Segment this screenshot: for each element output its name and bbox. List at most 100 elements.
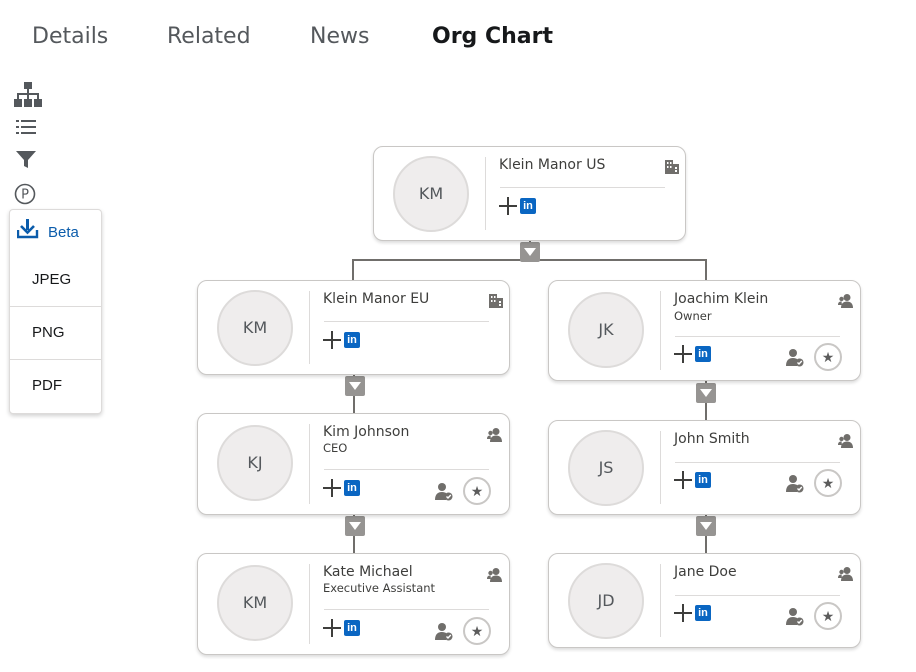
node-name: Kim Johnson: [323, 424, 410, 440]
divider: [10, 306, 101, 307]
avatar-initials: KM: [242, 318, 268, 337]
node-name: Joachim Klein: [674, 291, 769, 307]
linkedin-icon[interactable]: in: [520, 198, 536, 214]
person-check-icon[interactable]: [785, 474, 805, 494]
list-icon[interactable]: [16, 119, 38, 137]
person-check-icon[interactable]: [434, 622, 454, 642]
tab-org-chart[interactable]: Org Chart: [432, 24, 553, 49]
person-check-icon[interactable]: [785, 607, 805, 627]
linkedin-icon[interactable]: in: [344, 480, 360, 496]
hierarchy-icon[interactable]: [14, 82, 42, 110]
tab-details[interactable]: Details: [32, 24, 109, 49]
download-icon: [17, 219, 39, 239]
avatar-initials: JS: [598, 458, 614, 477]
avatar-initials: KM: [418, 184, 444, 203]
node-name: Klein Manor US: [499, 157, 606, 173]
divider: [675, 462, 840, 463]
contact-icon: [487, 568, 502, 582]
export-jpeg[interactable]: JPEG: [10, 254, 101, 306]
org-card-john-smith[interactable]: JS John Smith in ★: [548, 420, 861, 515]
org-card-joachim-klein[interactable]: JK Joachim Klein Owner in ★: [548, 280, 861, 381]
collapse-toggle[interactable]: [345, 516, 365, 536]
favorite-star-icon[interactable]: ★: [814, 343, 842, 371]
record-tabs: Details Related News Org Chart: [0, 0, 916, 80]
star-glyph: ★: [821, 349, 835, 365]
avatar: JK: [568, 292, 644, 368]
add-icon[interactable]: [323, 479, 341, 497]
avatar: KJ: [217, 425, 293, 501]
export-button[interactable]: Beta: [10, 210, 101, 254]
connector-line: [705, 259, 707, 281]
linkedin-icon[interactable]: in: [695, 346, 711, 362]
favorite-star-icon[interactable]: ★: [814, 602, 842, 630]
star-glyph: ★: [470, 483, 484, 499]
avatar: KM: [217, 565, 293, 641]
contact-icon: [838, 567, 853, 581]
add-icon[interactable]: [499, 197, 517, 215]
add-icon[interactable]: [323, 331, 341, 349]
person-check-icon[interactable]: [434, 482, 454, 502]
linkedin-icon[interactable]: in: [344, 620, 360, 636]
tab-related[interactable]: Related: [167, 24, 251, 49]
org-card-kate-michael[interactable]: KM Kate Michael Executive Assistant in ★: [197, 553, 510, 655]
node-title: Executive Assistant: [323, 581, 436, 595]
collapse-toggle[interactable]: [520, 242, 540, 262]
avatar: JD: [568, 563, 644, 639]
filter-icon[interactable]: [16, 151, 38, 169]
collapse-toggle[interactable]: [696, 383, 716, 403]
add-icon[interactable]: [674, 604, 692, 622]
contact-icon: [487, 428, 502, 442]
parent-p-icon[interactable]: P: [14, 183, 38, 205]
avatar: KM: [217, 290, 293, 366]
node-name: John Smith: [674, 431, 750, 447]
collapse-toggle[interactable]: [345, 376, 365, 396]
divider: [10, 359, 101, 360]
node-title: CEO: [323, 441, 348, 455]
node-title: Owner: [674, 309, 712, 323]
divider: [309, 424, 310, 504]
avatar: JS: [568, 430, 644, 506]
org-card-klein-manor-us[interactable]: KM Klein Manor US in: [373, 146, 686, 241]
linkedin-icon[interactable]: in: [695, 472, 711, 488]
avatar-initials: KJ: [247, 453, 263, 472]
export-png[interactable]: PNG: [10, 307, 101, 359]
export-png-label: PNG: [32, 324, 65, 341]
linkedin-icon[interactable]: in: [695, 605, 711, 621]
divider: [324, 469, 489, 470]
svg-text:P: P: [21, 188, 29, 203]
linkedin-icon[interactable]: in: [344, 332, 360, 348]
export-pdf[interactable]: PDF: [10, 360, 101, 412]
avatar-initials: JD: [597, 591, 615, 610]
divider: [660, 291, 661, 370]
star-glyph: ★: [821, 608, 835, 624]
org-card-jane-doe[interactable]: JD Jane Doe in ★: [548, 553, 861, 648]
contact-icon: [838, 434, 853, 448]
connector-line: [352, 259, 354, 281]
star-glyph: ★: [821, 475, 835, 491]
favorite-star-icon[interactable]: ★: [463, 617, 491, 645]
add-icon[interactable]: [323, 619, 341, 637]
favorite-star-icon[interactable]: ★: [463, 477, 491, 505]
add-icon[interactable]: [674, 345, 692, 363]
node-name: Klein Manor EU: [323, 291, 430, 307]
divider: [675, 595, 840, 596]
favorite-star-icon[interactable]: ★: [814, 469, 842, 497]
divider: [660, 431, 661, 504]
node-name: Kate Michael: [323, 564, 413, 580]
export-beta-label: Beta: [48, 224, 79, 241]
divider: [485, 157, 486, 230]
org-card-klein-manor-eu[interactable]: KM Klein Manor EU in: [197, 280, 510, 375]
collapse-toggle[interactable]: [696, 516, 716, 536]
divider: [675, 336, 840, 337]
export-jpeg-label: JPEG: [32, 271, 72, 288]
building-icon: [489, 294, 503, 308]
export-menu: Beta JPEG PNG PDF: [9, 209, 102, 414]
divider: [324, 609, 489, 610]
tab-news[interactable]: News: [310, 24, 370, 49]
add-icon[interactable]: [674, 471, 692, 489]
person-check-icon[interactable]: [785, 348, 805, 368]
avatar-initials: JK: [598, 320, 614, 339]
org-card-kim-johnson[interactable]: KJ Kim Johnson CEO in ★: [197, 413, 510, 515]
avatar: KM: [393, 156, 469, 232]
